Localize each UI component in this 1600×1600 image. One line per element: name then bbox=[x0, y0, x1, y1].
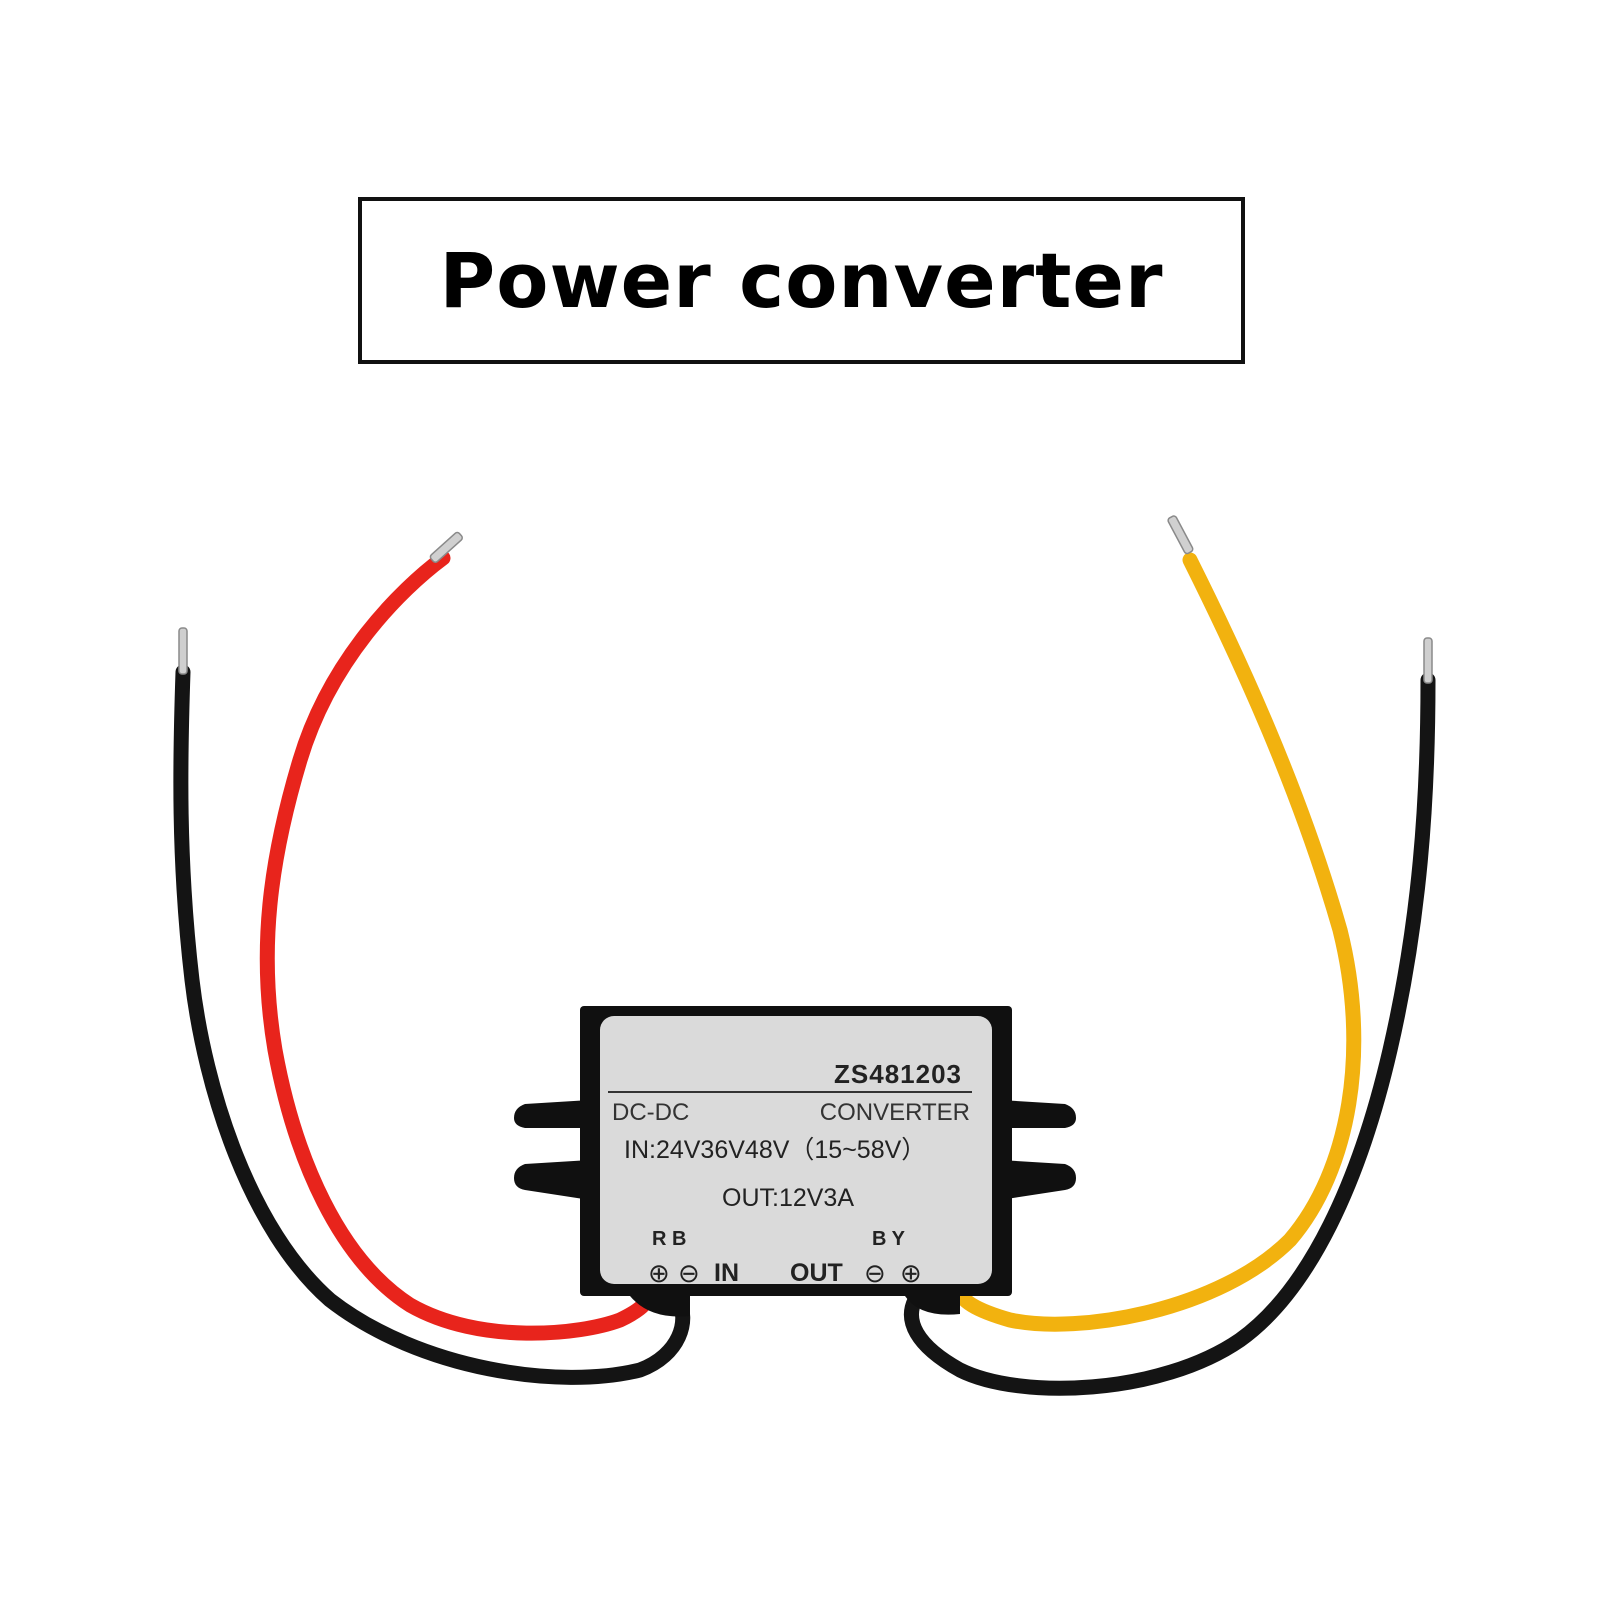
left-black-wire-tip bbox=[178, 627, 188, 675]
yellow-wire-tip bbox=[1167, 515, 1194, 555]
output-minus-icon: ⊖ bbox=[864, 1258, 886, 1288]
red-wire bbox=[259, 550, 656, 1341]
converter-label-sticker bbox=[600, 1016, 992, 1284]
page-title: Power converter bbox=[439, 235, 1164, 325]
input-minus-icon: ⊖ bbox=[678, 1258, 700, 1288]
input-marker-text: IN bbox=[714, 1259, 739, 1287]
yellow-wire bbox=[952, 552, 1362, 1332]
input-wire-letters: R B bbox=[652, 1228, 686, 1250]
type-left-text: DC-DC bbox=[612, 1099, 689, 1126]
output-plus-icon: ⊕ bbox=[900, 1258, 922, 1288]
output-wire-letters: B Y bbox=[872, 1228, 906, 1250]
title-box: Power converter bbox=[358, 197, 1245, 364]
right-black-wire bbox=[904, 672, 1436, 1396]
left-black-wire bbox=[173, 664, 691, 1385]
output-spec-text: OUT:12V3A bbox=[722, 1184, 854, 1212]
input-plus-icon: ⊕ bbox=[648, 1258, 670, 1288]
right-wire-entry bbox=[905, 1296, 960, 1315]
mounting-ear-right-top bbox=[1000, 1100, 1076, 1128]
type-right-text: CONVERTER bbox=[820, 1099, 970, 1126]
model-number: ZS481203 bbox=[834, 1059, 962, 1089]
red-wire-tip bbox=[429, 531, 463, 563]
right-black-wire-tip bbox=[1423, 637, 1433, 684]
input-spec-text: IN:24V36V48V（15~58V） bbox=[624, 1136, 926, 1164]
output-marker-text: OUT bbox=[790, 1259, 843, 1287]
mounting-ear-left-top bbox=[514, 1100, 590, 1128]
left-wire-entry bbox=[630, 1296, 690, 1317]
mounting-ear-right-bottom bbox=[1000, 1160, 1076, 1200]
mounting-ear-left-bottom bbox=[514, 1160, 590, 1200]
